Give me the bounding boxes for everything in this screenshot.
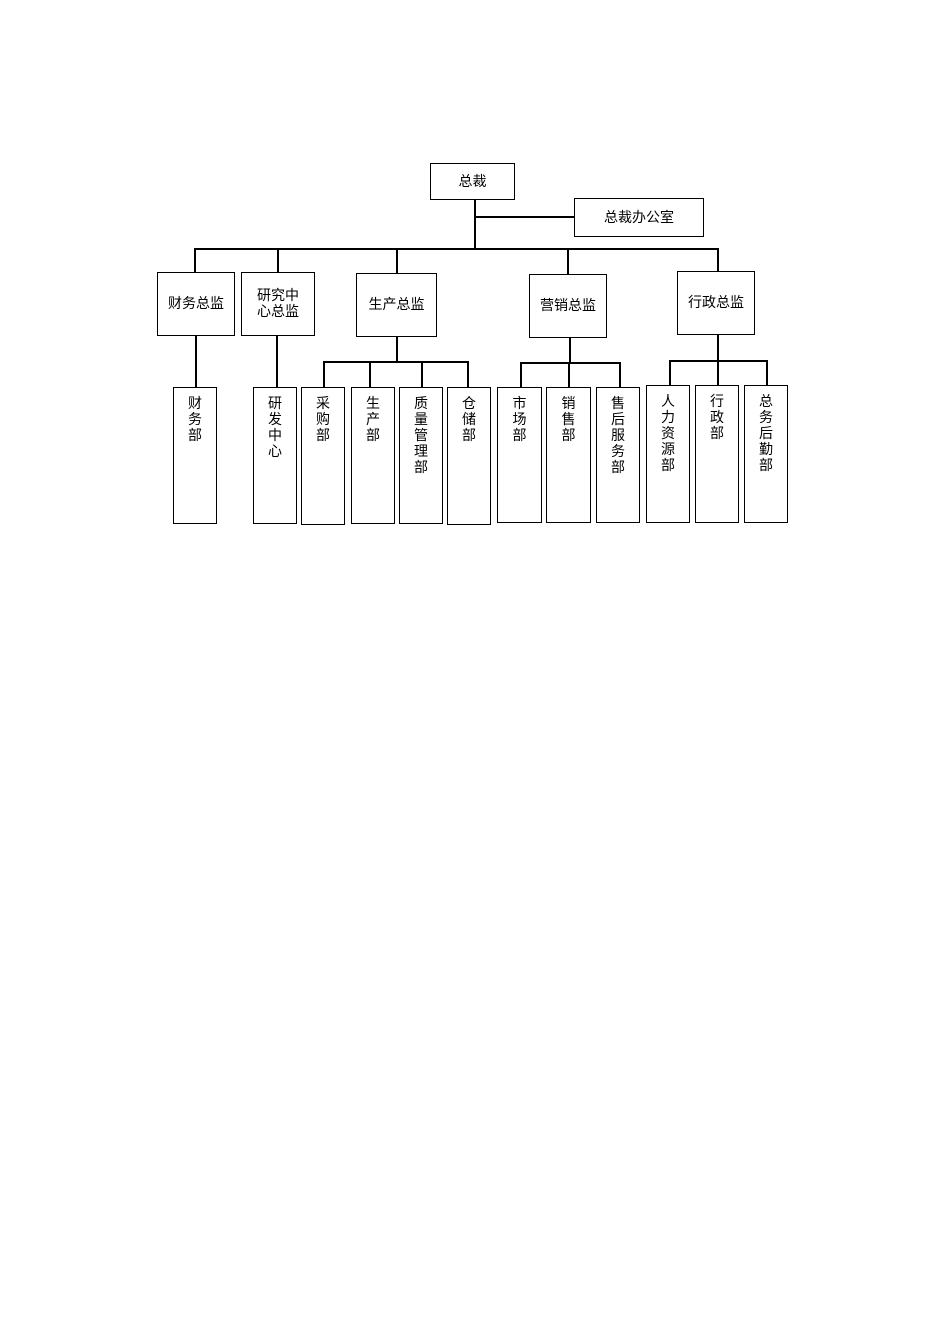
dept-sales-box: 销售部 bbox=[546, 387, 591, 523]
dept-warehouse-label: 仓储部 bbox=[462, 396, 476, 444]
connector-line bbox=[520, 362, 522, 388]
dept-rnd-center-box: 研发中心 bbox=[253, 387, 297, 524]
dept-after-sales-label: 售后服务部 bbox=[611, 396, 625, 476]
finance-director-box: 财务总监 bbox=[157, 272, 235, 336]
admin-director-box: 行政总监 bbox=[677, 271, 755, 335]
production-director-box: 生产总监 bbox=[356, 273, 437, 337]
ceo-box: 总裁 bbox=[430, 163, 515, 200]
connector-line bbox=[396, 336, 398, 362]
finance-director-label: 财务总监 bbox=[168, 296, 224, 312]
marketing-director-label: 营销总监 bbox=[540, 298, 596, 314]
connector-line bbox=[474, 199, 476, 249]
connector-line bbox=[323, 361, 325, 388]
dept-warehouse-box: 仓储部 bbox=[447, 387, 491, 525]
production-director-label: 生产总监 bbox=[368, 297, 425, 313]
connector-line bbox=[619, 362, 621, 388]
connector-line bbox=[717, 360, 719, 386]
ceo-label: 总裁 bbox=[458, 173, 487, 190]
connector-line bbox=[520, 362, 620, 364]
connector-line bbox=[277, 248, 279, 273]
dept-hr-label: 人力资源部 bbox=[661, 394, 675, 474]
ceo-office-label: 总裁办公室 bbox=[604, 209, 674, 226]
dept-quality-box: 质量管理部 bbox=[399, 387, 443, 524]
connector-line bbox=[467, 361, 469, 388]
connector-line bbox=[369, 361, 371, 388]
dept-admin-label: 行政部 bbox=[710, 394, 724, 442]
dept-after-sales-box: 售后服务部 bbox=[596, 387, 640, 523]
connector-line bbox=[567, 248, 569, 275]
connector-line bbox=[474, 216, 575, 218]
connector-line bbox=[717, 248, 719, 272]
dept-purchasing-label: 采购部 bbox=[316, 396, 330, 444]
rnd-director-label: 研究中心总监 bbox=[257, 288, 299, 320]
connector-line bbox=[194, 248, 718, 250]
marketing-director-box: 营销总监 bbox=[529, 274, 607, 338]
dept-production-label: 生产部 bbox=[366, 396, 380, 444]
connector-line bbox=[766, 360, 768, 386]
dept-logistics-label: 总务后勤部 bbox=[759, 394, 773, 474]
connector-line bbox=[194, 248, 196, 273]
dept-finance-box: 财务部 bbox=[173, 387, 217, 524]
rnd-director-box: 研究中心总监 bbox=[241, 272, 315, 336]
connector-line bbox=[276, 335, 278, 388]
dept-market-box: 市场部 bbox=[497, 387, 542, 523]
connector-line bbox=[421, 361, 423, 388]
connector-line bbox=[323, 361, 468, 363]
dept-hr-box: 人力资源部 bbox=[646, 385, 690, 523]
connector-line bbox=[568, 362, 570, 388]
dept-production-box: 生产部 bbox=[351, 387, 395, 524]
dept-admin-box: 行政部 bbox=[695, 385, 739, 523]
dept-rnd-center-label: 研发中心 bbox=[268, 396, 282, 460]
dept-sales-label: 销售部 bbox=[561, 396, 576, 444]
connector-line bbox=[195, 335, 197, 388]
dept-logistics-box: 总务后勤部 bbox=[744, 385, 788, 523]
connector-line bbox=[669, 360, 671, 386]
connector-line bbox=[396, 248, 398, 274]
dept-market-label: 市场部 bbox=[512, 396, 527, 444]
dept-purchasing-box: 采购部 bbox=[301, 387, 345, 525]
connector-line bbox=[569, 337, 571, 363]
dept-finance-label: 财务部 bbox=[188, 396, 202, 444]
connector-line bbox=[717, 334, 719, 361]
ceo-office-box: 总裁办公室 bbox=[574, 198, 704, 237]
dept-quality-label: 质量管理部 bbox=[414, 396, 428, 476]
admin-director-label: 行政总监 bbox=[688, 295, 744, 311]
